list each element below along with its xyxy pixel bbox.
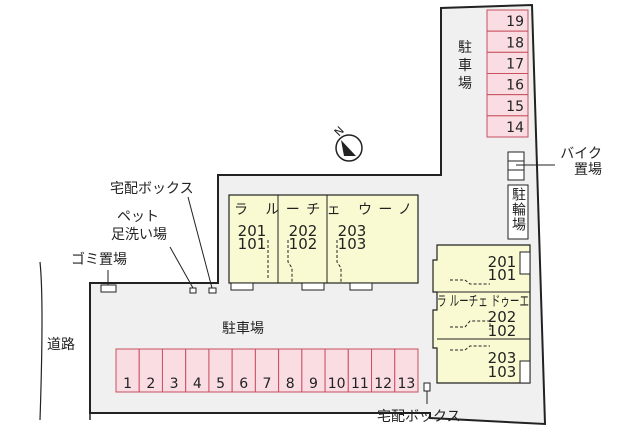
delivery-box-top xyxy=(208,287,217,294)
unit-101: 101 xyxy=(488,266,517,284)
parking-space-number: 10 xyxy=(328,376,346,392)
parking-space-number: 2 xyxy=(146,376,155,392)
parking-space-number: 11 xyxy=(351,376,369,392)
delivery-box-label-top: 宅配ボックス xyxy=(110,181,194,197)
bike-parking xyxy=(507,151,555,181)
bicycle-parking xyxy=(507,184,529,240)
unit-202: 202 xyxy=(488,308,517,326)
building-due xyxy=(432,244,531,384)
parking-space-number: 6 xyxy=(239,376,248,392)
parking-label-main: 駐車場 xyxy=(222,320,264,337)
building-uno xyxy=(228,194,419,291)
unit-202: 202 xyxy=(289,222,318,240)
compass-north-icon: N xyxy=(332,124,363,162)
pet-wash-area xyxy=(189,287,197,294)
parking-space-number: 8 xyxy=(286,376,295,392)
parking-space xyxy=(486,115,529,138)
bike-parking-label: バイク置場 xyxy=(560,146,602,178)
parking-space-number: 18 xyxy=(506,35,524,51)
unit-201: 201 xyxy=(238,222,267,240)
parking-space xyxy=(394,348,419,393)
unit-203: 203 xyxy=(488,349,517,367)
delivery-box-bottom xyxy=(423,382,431,392)
parking-space-number: 16 xyxy=(506,78,524,94)
parking-space-number: 15 xyxy=(506,99,524,115)
unit-102: 102 xyxy=(289,235,318,253)
garbage-area xyxy=(100,284,117,293)
parking-space-number: 12 xyxy=(374,376,392,392)
unit-103: 103 xyxy=(338,235,367,253)
unit-102: 102 xyxy=(488,322,517,340)
unit-101: 101 xyxy=(238,235,267,253)
unit-201: 201 xyxy=(488,253,517,271)
parking-space-number: 19 xyxy=(506,14,524,30)
road-edge xyxy=(39,261,43,421)
parking-space-number: 7 xyxy=(263,376,272,392)
parking-spaces-right: 19 18 17 16 15 14 xyxy=(486,9,529,138)
parking-space-number: 4 xyxy=(193,376,202,392)
road-label: 道路 xyxy=(47,337,75,353)
unit-203: 203 xyxy=(338,222,367,240)
garbage-label: ゴミ置場 xyxy=(71,251,127,268)
parking-space-number: 9 xyxy=(309,376,318,392)
parking-space-number: 17 xyxy=(506,57,524,73)
parking-space-number: 13 xyxy=(397,376,415,392)
building-due-name: ラ ルーチェ ドゥーエ xyxy=(437,294,529,310)
parking-space-number: 14 xyxy=(506,120,524,136)
parking-space-number: 3 xyxy=(170,376,179,392)
parking-space-number: 1 xyxy=(123,376,132,392)
pet-wash-label-2: 足洗い場 xyxy=(111,227,167,243)
parking-space-number: 5 xyxy=(216,376,225,392)
bicycle-parking-label: 駐輪場 xyxy=(510,187,526,232)
parking-label-top: 駐車場 xyxy=(458,40,472,92)
pet-wash-label-1: ペット xyxy=(117,209,159,225)
delivery-box-label-bottom: 宅配ボックス xyxy=(377,409,461,425)
unit-103: 103 xyxy=(488,363,517,381)
